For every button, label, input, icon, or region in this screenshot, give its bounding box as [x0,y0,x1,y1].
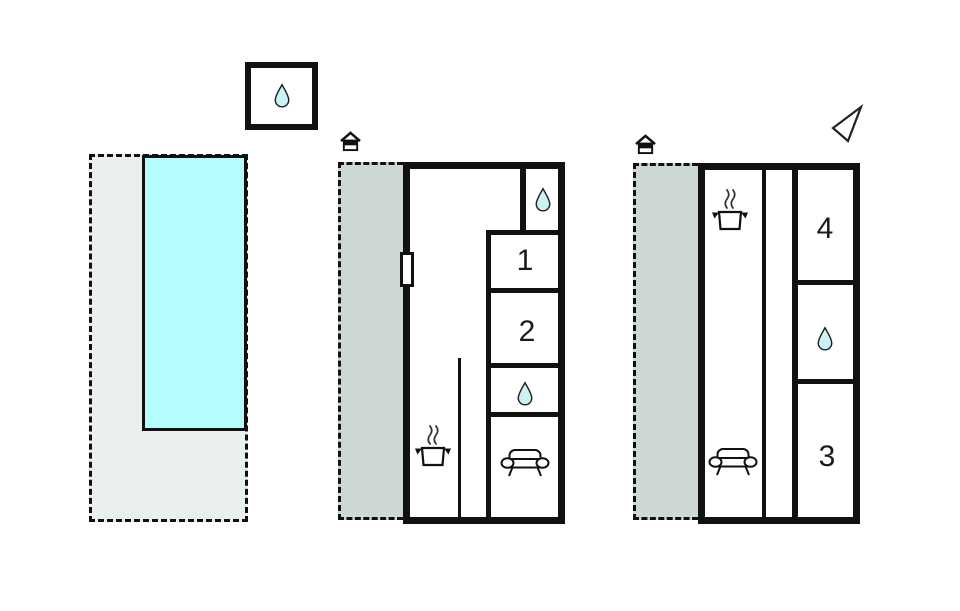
sofa-icon [708,447,758,479]
room-number: 3 [818,440,836,473]
room-number: 4 [816,212,834,245]
interior-wall [491,412,558,417]
cooking-pot-icon [711,188,749,231]
swimming-pool [142,155,247,431]
interior-wall [491,288,558,293]
room-number: 2 [518,315,536,348]
sofa-icon [500,448,550,480]
house-icon [340,131,361,152]
entrance-door [400,252,414,287]
water-drop-icon [816,326,834,352]
interior-wall [486,230,491,517]
well-box [245,62,318,130]
house-icon [635,134,656,155]
interior-wall [798,280,853,285]
interior-wall [486,230,558,235]
cooking-pot-icon [414,424,452,467]
terrace-plan-b [633,163,698,520]
north-arrow-icon [830,104,864,144]
water-drop-icon [516,381,534,407]
water-drop-icon [534,187,552,213]
interior-wall [491,363,558,368]
room-number: 1 [516,244,534,277]
terrace-plan-a [338,162,403,520]
kitchen-divider-wall [458,358,461,517]
interior-wall [762,170,766,517]
interior-wall [520,169,526,233]
interior-wall [798,379,853,384]
water-drop-icon [273,83,291,109]
interior-wall [792,170,798,517]
